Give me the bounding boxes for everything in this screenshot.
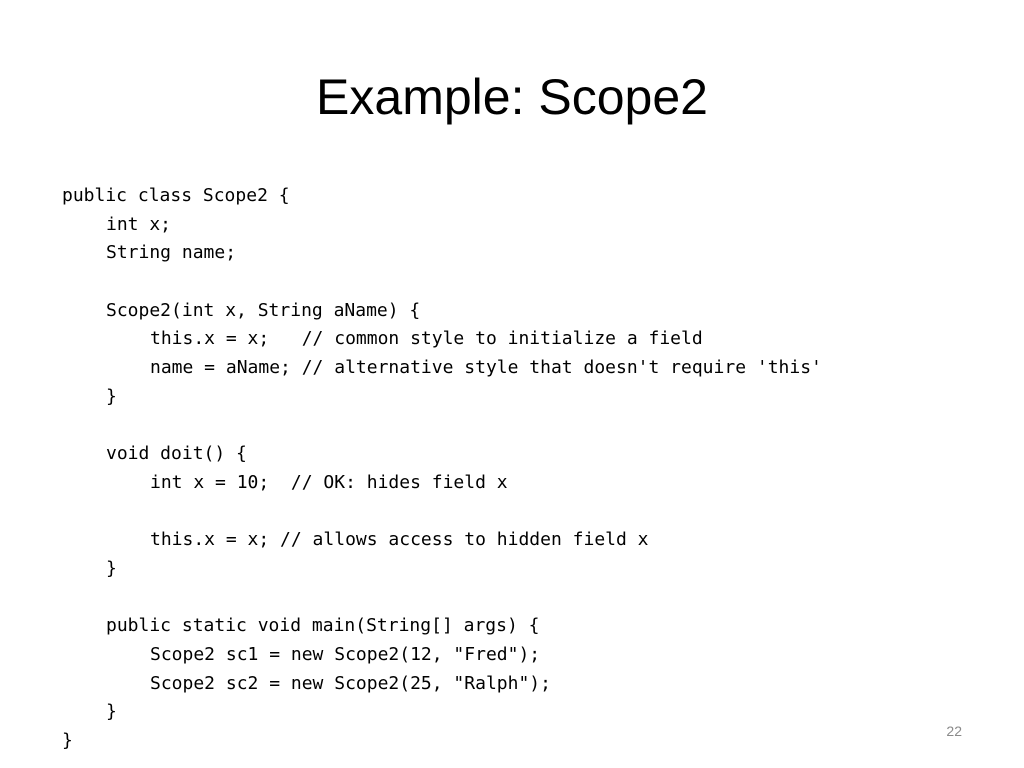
code-line: } [106, 701, 117, 723]
code-line: Scope2 sc2 = new Scope2(25, "Ralph"); [150, 672, 551, 694]
code-block: public class Scope2 { int x; String name… [62, 182, 962, 756]
code-line: public static void main(String[] args) { [106, 615, 540, 637]
code-line: public class Scope2 { [62, 185, 290, 206]
code-line: this.x = x; // common style to initializ… [150, 328, 703, 350]
code-line-blank [62, 584, 962, 613]
code-line-blank [62, 412, 962, 441]
code-line-blank [62, 268, 962, 297]
page-number: 22 [946, 723, 962, 739]
code-line: this.x = x; // allows access to hidden f… [150, 529, 649, 551]
code-line: void doit() { [106, 443, 247, 465]
code-line: int x = 10; // OK: hides field x [150, 471, 508, 493]
code-line: String name; [106, 242, 237, 264]
code-line: } [106, 385, 117, 407]
code-line: int x; [106, 213, 172, 235]
code-line: Scope2 sc1 = new Scope2(12, "Fred"); [150, 644, 541, 665]
code-line: } [106, 557, 117, 579]
code-line: Scope2(int x, String aName) { [106, 299, 421, 321]
code-line: } [62, 730, 73, 752]
code-line-blank [62, 498, 962, 527]
slide-title: Example: Scope2 [316, 69, 708, 125]
code-line: name = aName; // alternative style that … [150, 357, 822, 379]
